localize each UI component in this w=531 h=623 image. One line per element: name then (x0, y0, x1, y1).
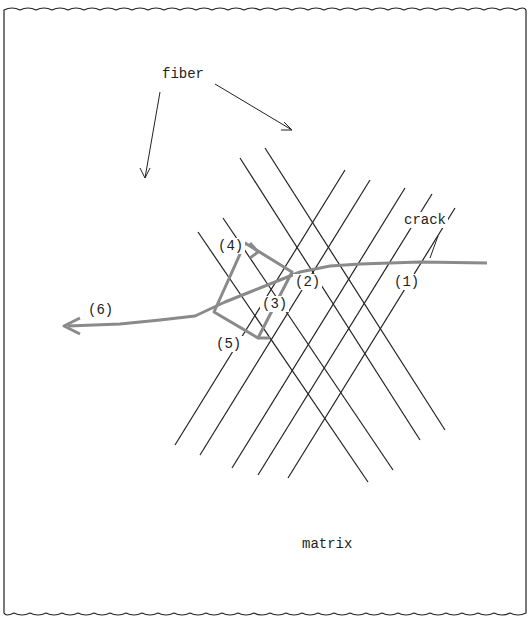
fiber-lines (175, 148, 455, 482)
part-label: crack (402, 212, 448, 228)
callout-number: (1) (392, 274, 421, 290)
crack-path (64, 243, 487, 338)
callout-number: (5) (214, 336, 243, 352)
wavy-frame (4, 8, 526, 615)
leader-lines (140, 84, 438, 258)
callout-number: (2) (293, 274, 322, 290)
part-label: fiber (160, 66, 206, 82)
part-label: matrix (300, 536, 354, 552)
callout-number: (3) (260, 296, 289, 312)
callout-number: (6) (86, 302, 115, 318)
callout-number: (4) (216, 238, 245, 254)
